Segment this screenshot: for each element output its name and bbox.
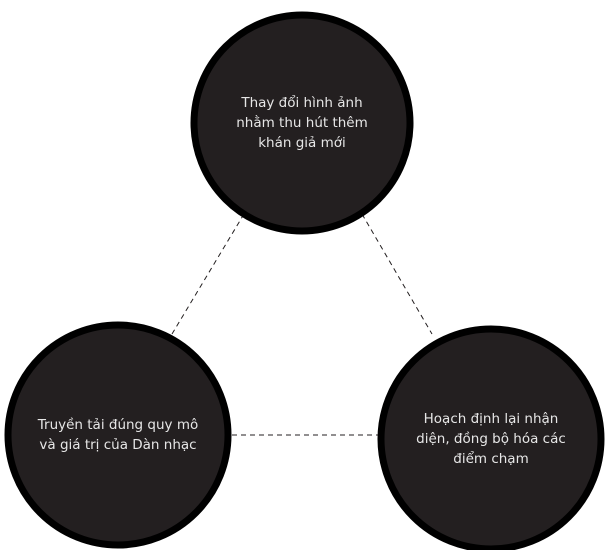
connector-top-right [361,213,433,335]
node-circle-top [190,11,414,235]
node-label-right: Hoạch định lại nhận diện, đồng bộ hóa cá… [416,411,566,467]
node-circle-left [4,321,232,549]
connector-top-left [171,213,245,335]
node-circle-right [377,325,605,550]
node-label-left: Truyền tải đúng quy mô và giá trị của Dà… [37,417,199,453]
node-label-top: Thay đổi hình ảnh nhằm thu hút thêm khán… [236,95,368,151]
